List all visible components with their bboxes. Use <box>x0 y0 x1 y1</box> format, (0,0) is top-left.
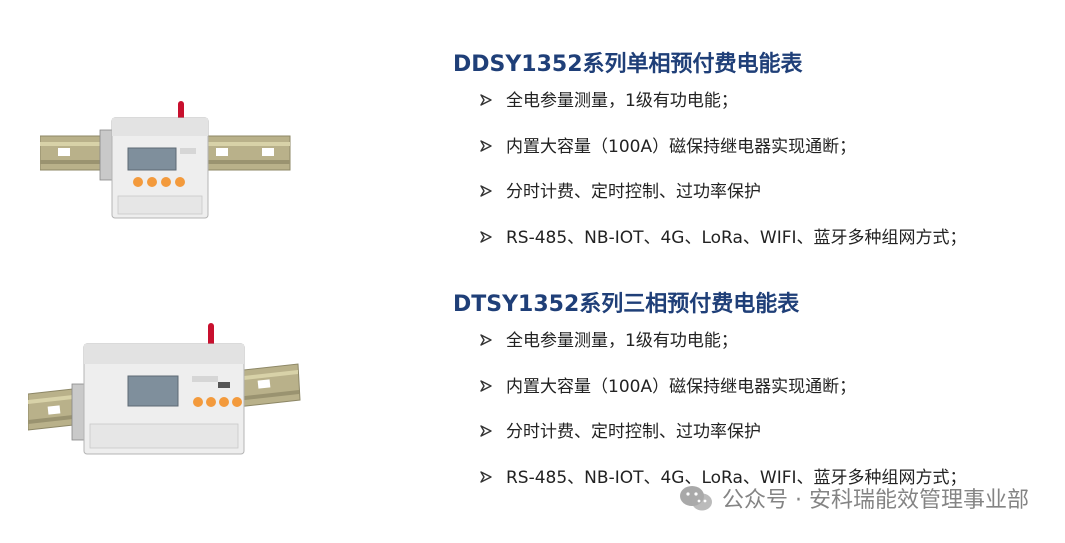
feature-item: 全电参量测量，1级有功电能； <box>480 90 967 136</box>
arrow-bullet-icon <box>480 334 492 346</box>
feature-text: 全电参量测量，1级有功电能； <box>506 331 738 351</box>
feature-item: 分时计费、定时控制、过功率保护 <box>480 181 967 227</box>
single-phase-meter-image <box>40 101 291 219</box>
feature-text: 分时计费、定时控制、过功率保护 <box>506 182 761 202</box>
watermark-text: 公众号 · 安科瑞能效管理事业部 <box>722 488 1029 513</box>
product-dtsy1352: DTSY1352系列三相预付费电能表 全电参量测量，1级有功电能； 内置大容量（… <box>0 270 1065 500</box>
feature-text: 内置大容量（100A）磁保持继电器实现通断； <box>506 376 857 397</box>
feature-list: 全电参量测量，1级有功电能； 内置大容量（100A）磁保持继电器实现通断； 分时… <box>480 330 967 512</box>
feature-text: 内置大容量（100A）磁保持继电器实现通断； <box>506 136 857 157</box>
feature-text: RS-485、NB-IOT、4G、LoRa、WIFI、蓝牙多种组网方式； <box>506 227 967 248</box>
arrow-bullet-icon <box>480 379 492 392</box>
feature-item: 分时计费、定时控制、过功率保护 <box>480 421 967 467</box>
arrow-bullet-icon <box>480 425 492 437</box>
three-phase-meter-image <box>28 323 301 455</box>
arrow-bullet-icon <box>480 185 492 197</box>
feature-item: RS-485、NB-IOT、4G、LoRa、WIFI、蓝牙多种组网方式； <box>480 227 967 273</box>
feature-item: 全电参量测量，1级有功电能； <box>480 330 967 376</box>
product-title: DDSY1352系列单相预付费电能表 <box>453 52 803 77</box>
feature-text: 全电参量测量，1级有功电能； <box>506 91 738 111</box>
feature-item: 内置大容量（100A）磁保持继电器实现通断； <box>480 376 967 422</box>
arrow-bullet-icon <box>480 139 492 152</box>
arrow-bullet-icon <box>480 470 492 483</box>
wechat-watermark: 公众号 · 安科瑞能效管理事业部 <box>678 478 1029 518</box>
feature-list: 全电参量测量，1级有功电能； 内置大容量（100A）磁保持继电器实现通断； 分时… <box>480 90 967 272</box>
product-title: DTSY1352系列三相预付费电能表 <box>453 292 800 317</box>
arrow-bullet-icon <box>480 94 492 106</box>
feature-text: RS-485、NB-IOT、4G、LoRa、WIFI、蓝牙多种组网方式； <box>506 467 967 488</box>
feature-item: 内置大容量（100A）磁保持继电器实现通断； <box>480 136 967 182</box>
wechat-icon <box>680 486 713 511</box>
arrow-bullet-icon <box>480 230 492 243</box>
product-ddsy1352: DDSY1352系列单相预付费电能表 全电参量测量，1级有功电能； 内置大容量（… <box>0 30 1065 260</box>
feature-text: 分时计费、定时控制、过功率保护 <box>506 422 761 442</box>
feature-item: RS-485、NB-IOT、4G、LoRa、WIFI、蓝牙多种组网方式； <box>480 467 967 513</box>
